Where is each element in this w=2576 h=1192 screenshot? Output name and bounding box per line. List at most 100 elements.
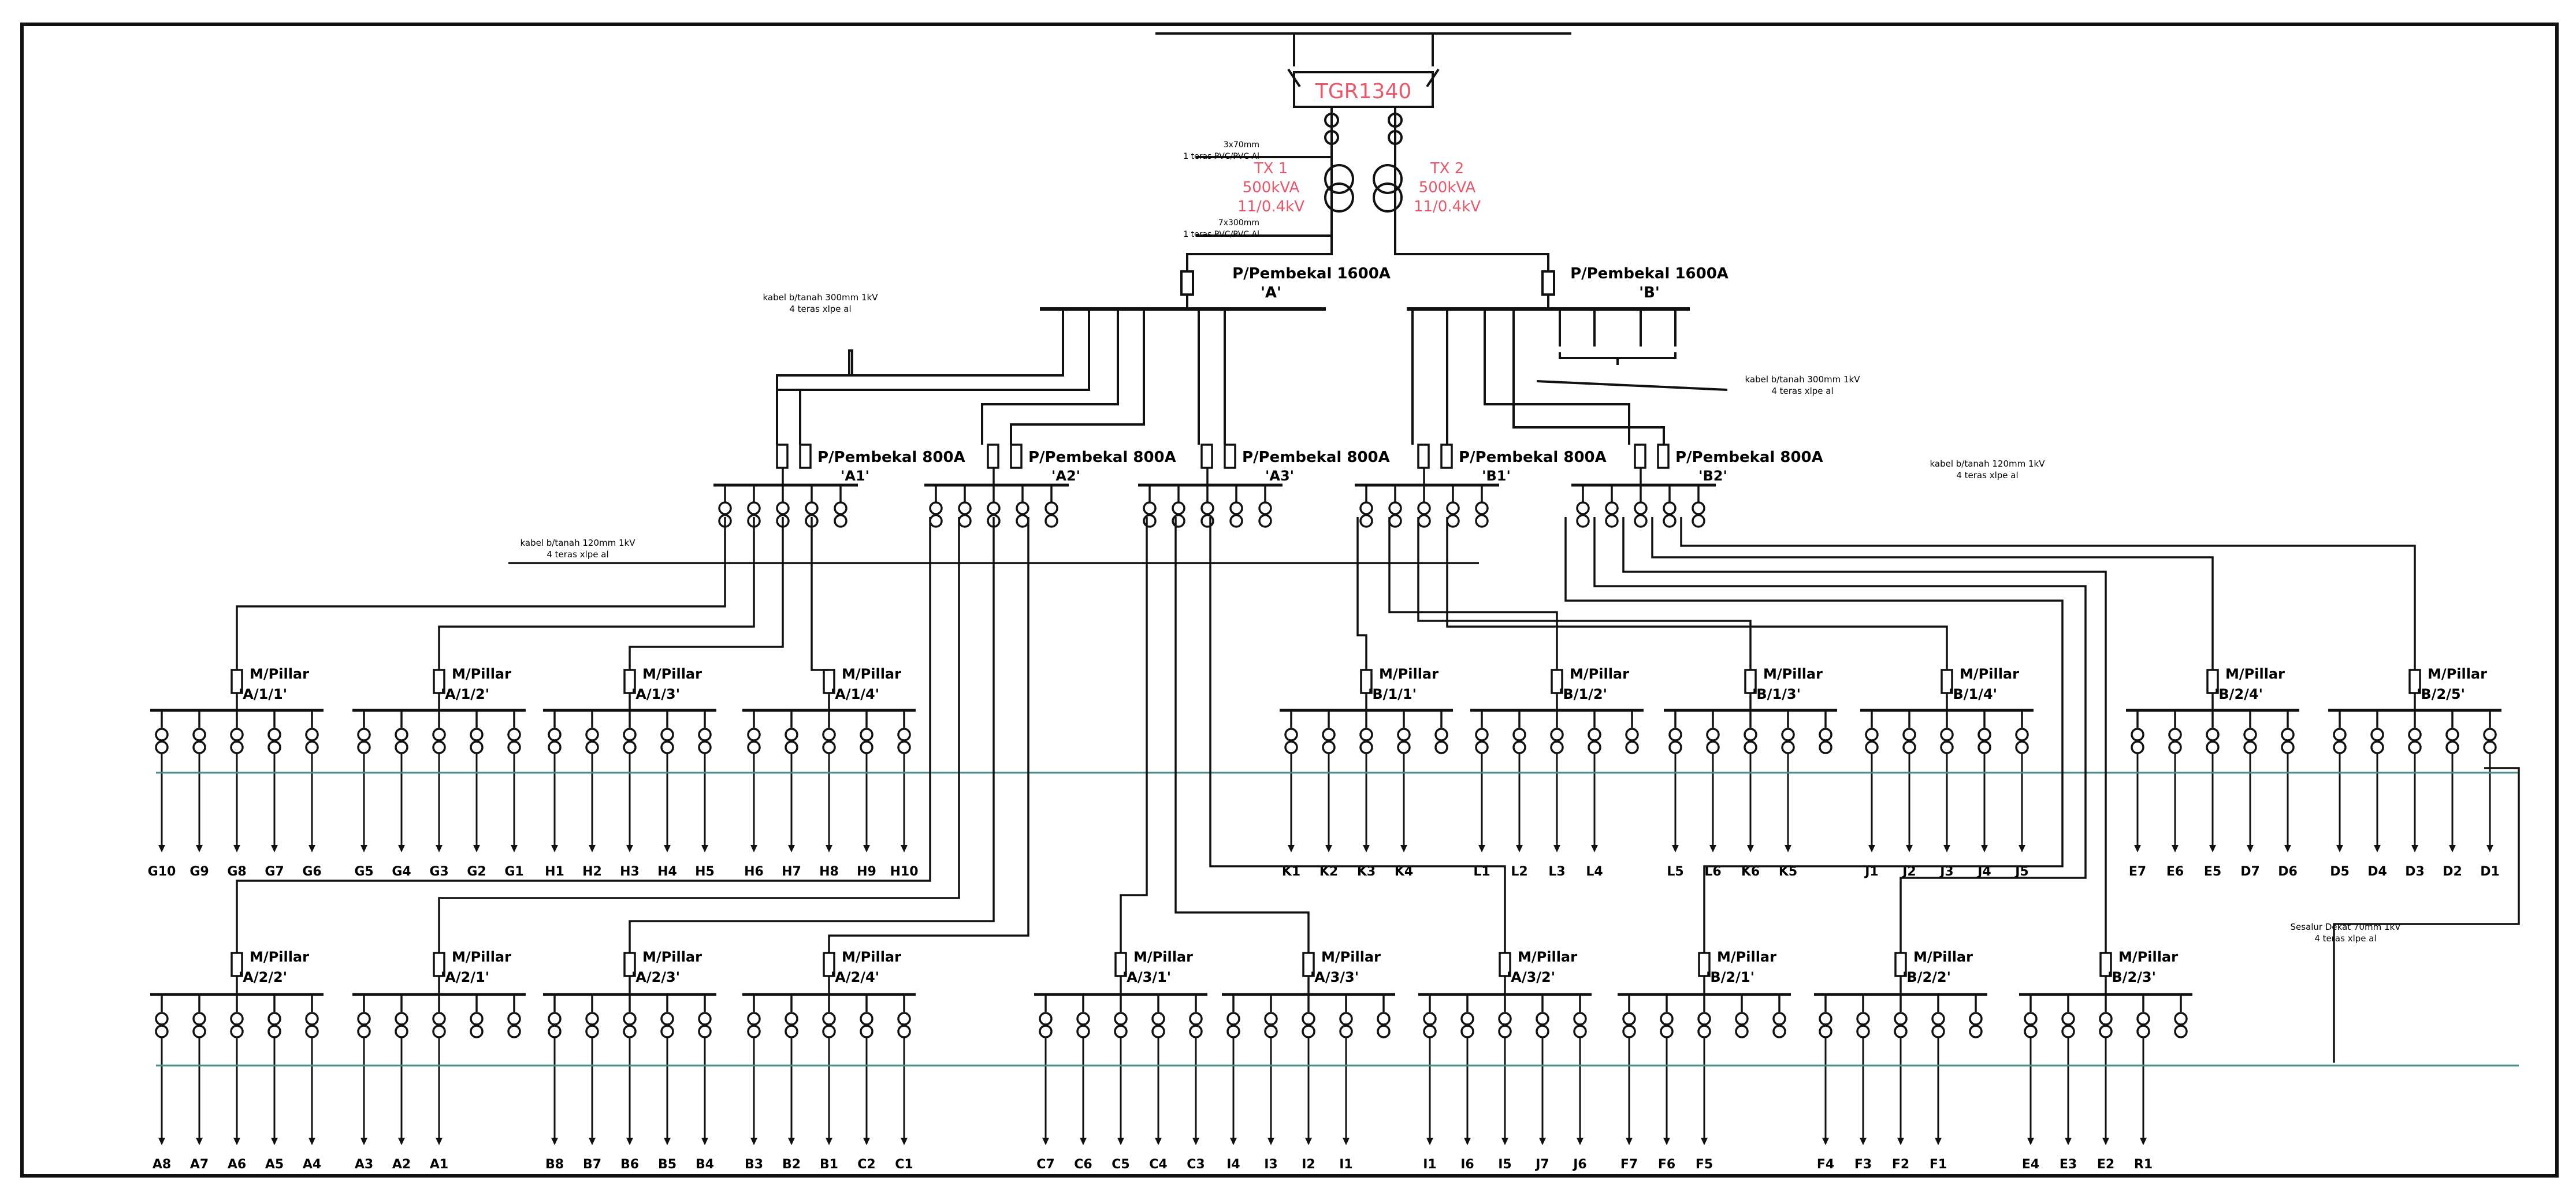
- output-label: I3: [1264, 1157, 1278, 1172]
- pillar-label: M/Pillar: [642, 666, 702, 682]
- output-label: L5: [1667, 865, 1683, 879]
- output-label: D6: [2278, 865, 2298, 879]
- cable-route: [1209, 517, 1506, 953]
- output-label: H3: [620, 865, 640, 879]
- output-label: F7: [1620, 1157, 1638, 1172]
- output-label: E3: [2060, 1157, 2077, 1172]
- pillar-label: M/Pillar: [1763, 666, 1823, 682]
- pillar-code: 'A/1/3': [631, 686, 680, 702]
- output-label: G5: [354, 865, 373, 879]
- cable-route: [1446, 517, 1948, 670]
- cable-note-line: 4 teras xlpe al: [547, 549, 608, 560]
- pillar-code: 'A/1/4': [831, 686, 879, 702]
- cable-route: [1417, 517, 1752, 670]
- main-feeder-a: P/Pembekal 1600A 'A': [1232, 265, 1391, 301]
- output-label: G10: [148, 865, 176, 879]
- output-label: L2: [1511, 865, 1527, 879]
- pillar-code: 'B/2/4': [2214, 686, 2263, 702]
- drawing-frame: [20, 23, 2559, 1178]
- cable-route: [811, 517, 829, 671]
- output-label: E7: [2129, 865, 2146, 879]
- output-label: D1: [2480, 865, 2500, 879]
- output-label: R1: [2134, 1157, 2153, 1172]
- main-feeder-b-code: 'B': [1639, 284, 1660, 301]
- output-label: H9: [857, 865, 876, 879]
- pillar-code: 'B/2/3': [2107, 969, 2156, 985]
- pillar-label: M/Pillar: [1379, 666, 1438, 682]
- output-label: H10: [890, 865, 918, 879]
- output-label: C5: [1112, 1157, 1129, 1172]
- output-label: C2: [857, 1157, 875, 1172]
- cable-note-line: 4 teras xlpe al: [1771, 386, 1833, 396]
- output-label: I1: [1339, 1157, 1353, 1172]
- output-label: D7: [2240, 865, 2260, 879]
- output-label: C3: [1187, 1157, 1205, 1172]
- output-label: C1: [895, 1157, 913, 1172]
- pillar-label: M/Pillar: [1570, 666, 1629, 682]
- pillar-code: 'A/2/2': [239, 969, 287, 985]
- output-label: J6: [1572, 1157, 1587, 1172]
- pillar-code: 'B/2/5': [2417, 686, 2465, 702]
- output-label: D5: [2330, 865, 2350, 879]
- subfeeder-code: 'B1': [1482, 468, 1511, 484]
- tx2-rating: 500kVA: [1419, 179, 1476, 196]
- output-label: H1: [545, 865, 564, 879]
- output-label: G1: [504, 865, 523, 879]
- output-label: D3: [2405, 865, 2425, 879]
- cable-route: [1564, 517, 2064, 953]
- pillar-code: 'A/1/1': [239, 686, 287, 702]
- output-label: I4: [1226, 1157, 1240, 1172]
- output-label: L3: [1548, 865, 1565, 879]
- output-label: F5: [1696, 1157, 1713, 1172]
- pillar-code: 'B/2/1': [1706, 969, 1754, 985]
- pillar-label: M/Pillar: [1960, 666, 2019, 682]
- output-label: A3: [355, 1157, 373, 1172]
- output-label: C7: [1036, 1157, 1054, 1172]
- cable-route: [1174, 517, 1310, 953]
- pillar-code: 'B/1/1': [1368, 686, 1417, 702]
- subfeeder-b1: P/Pembekal 800A'B1': [1355, 444, 1607, 528]
- pillar-label: M/Pillar: [1717, 949, 1776, 965]
- cable-note-line: 4 teras xlpe al: [2314, 933, 2376, 944]
- output-label: F4: [1817, 1157, 1834, 1172]
- cable-route: [236, 517, 931, 953]
- cable-route: [1120, 517, 1148, 953]
- tx1-rating: 500kVA: [1243, 179, 1300, 196]
- transformer-tx1: TX 1 500kVA 11/0.4kV: [1237, 160, 1304, 215]
- output-label: G4: [392, 865, 411, 879]
- pillar-label: M/Pillar: [1913, 949, 1973, 965]
- pillar-code: 'A/3/2': [1507, 969, 1555, 985]
- subfeeder-title: P/Pembekal 800A: [1028, 449, 1176, 466]
- output-label: B5: [658, 1157, 676, 1172]
- pillar-label: M/Pillar: [250, 949, 309, 965]
- subfeeder-code: 'B2': [1698, 468, 1727, 484]
- pillar-label: M/Pillar: [1321, 949, 1381, 965]
- output-label: F3: [1854, 1157, 1872, 1172]
- tx2-label: TX 2: [1430, 160, 1464, 177]
- output-label: G2: [467, 865, 486, 879]
- subfeeder-a2: P/Pembekal 800A'A2': [924, 444, 1176, 528]
- subfeeder-title: P/Pembekal 800A: [817, 449, 965, 466]
- cable-route: [438, 517, 960, 953]
- output-label: G7: [265, 865, 284, 879]
- pillar-code: 'A/2/4': [831, 969, 879, 985]
- output-label: A7: [190, 1157, 209, 1172]
- subfeeder-code: 'A1': [841, 468, 869, 484]
- output-label: I2: [1302, 1157, 1315, 1172]
- pillar-code: 'B/1/3': [1752, 686, 1801, 702]
- subfeeder-title: P/Pembekal 800A: [1675, 449, 1823, 466]
- pillar-code: 'B/1/2': [1559, 686, 1607, 702]
- output-label: E2: [2097, 1157, 2114, 1172]
- output-label: E6: [2166, 865, 2184, 879]
- output-label: L4: [1586, 865, 1603, 879]
